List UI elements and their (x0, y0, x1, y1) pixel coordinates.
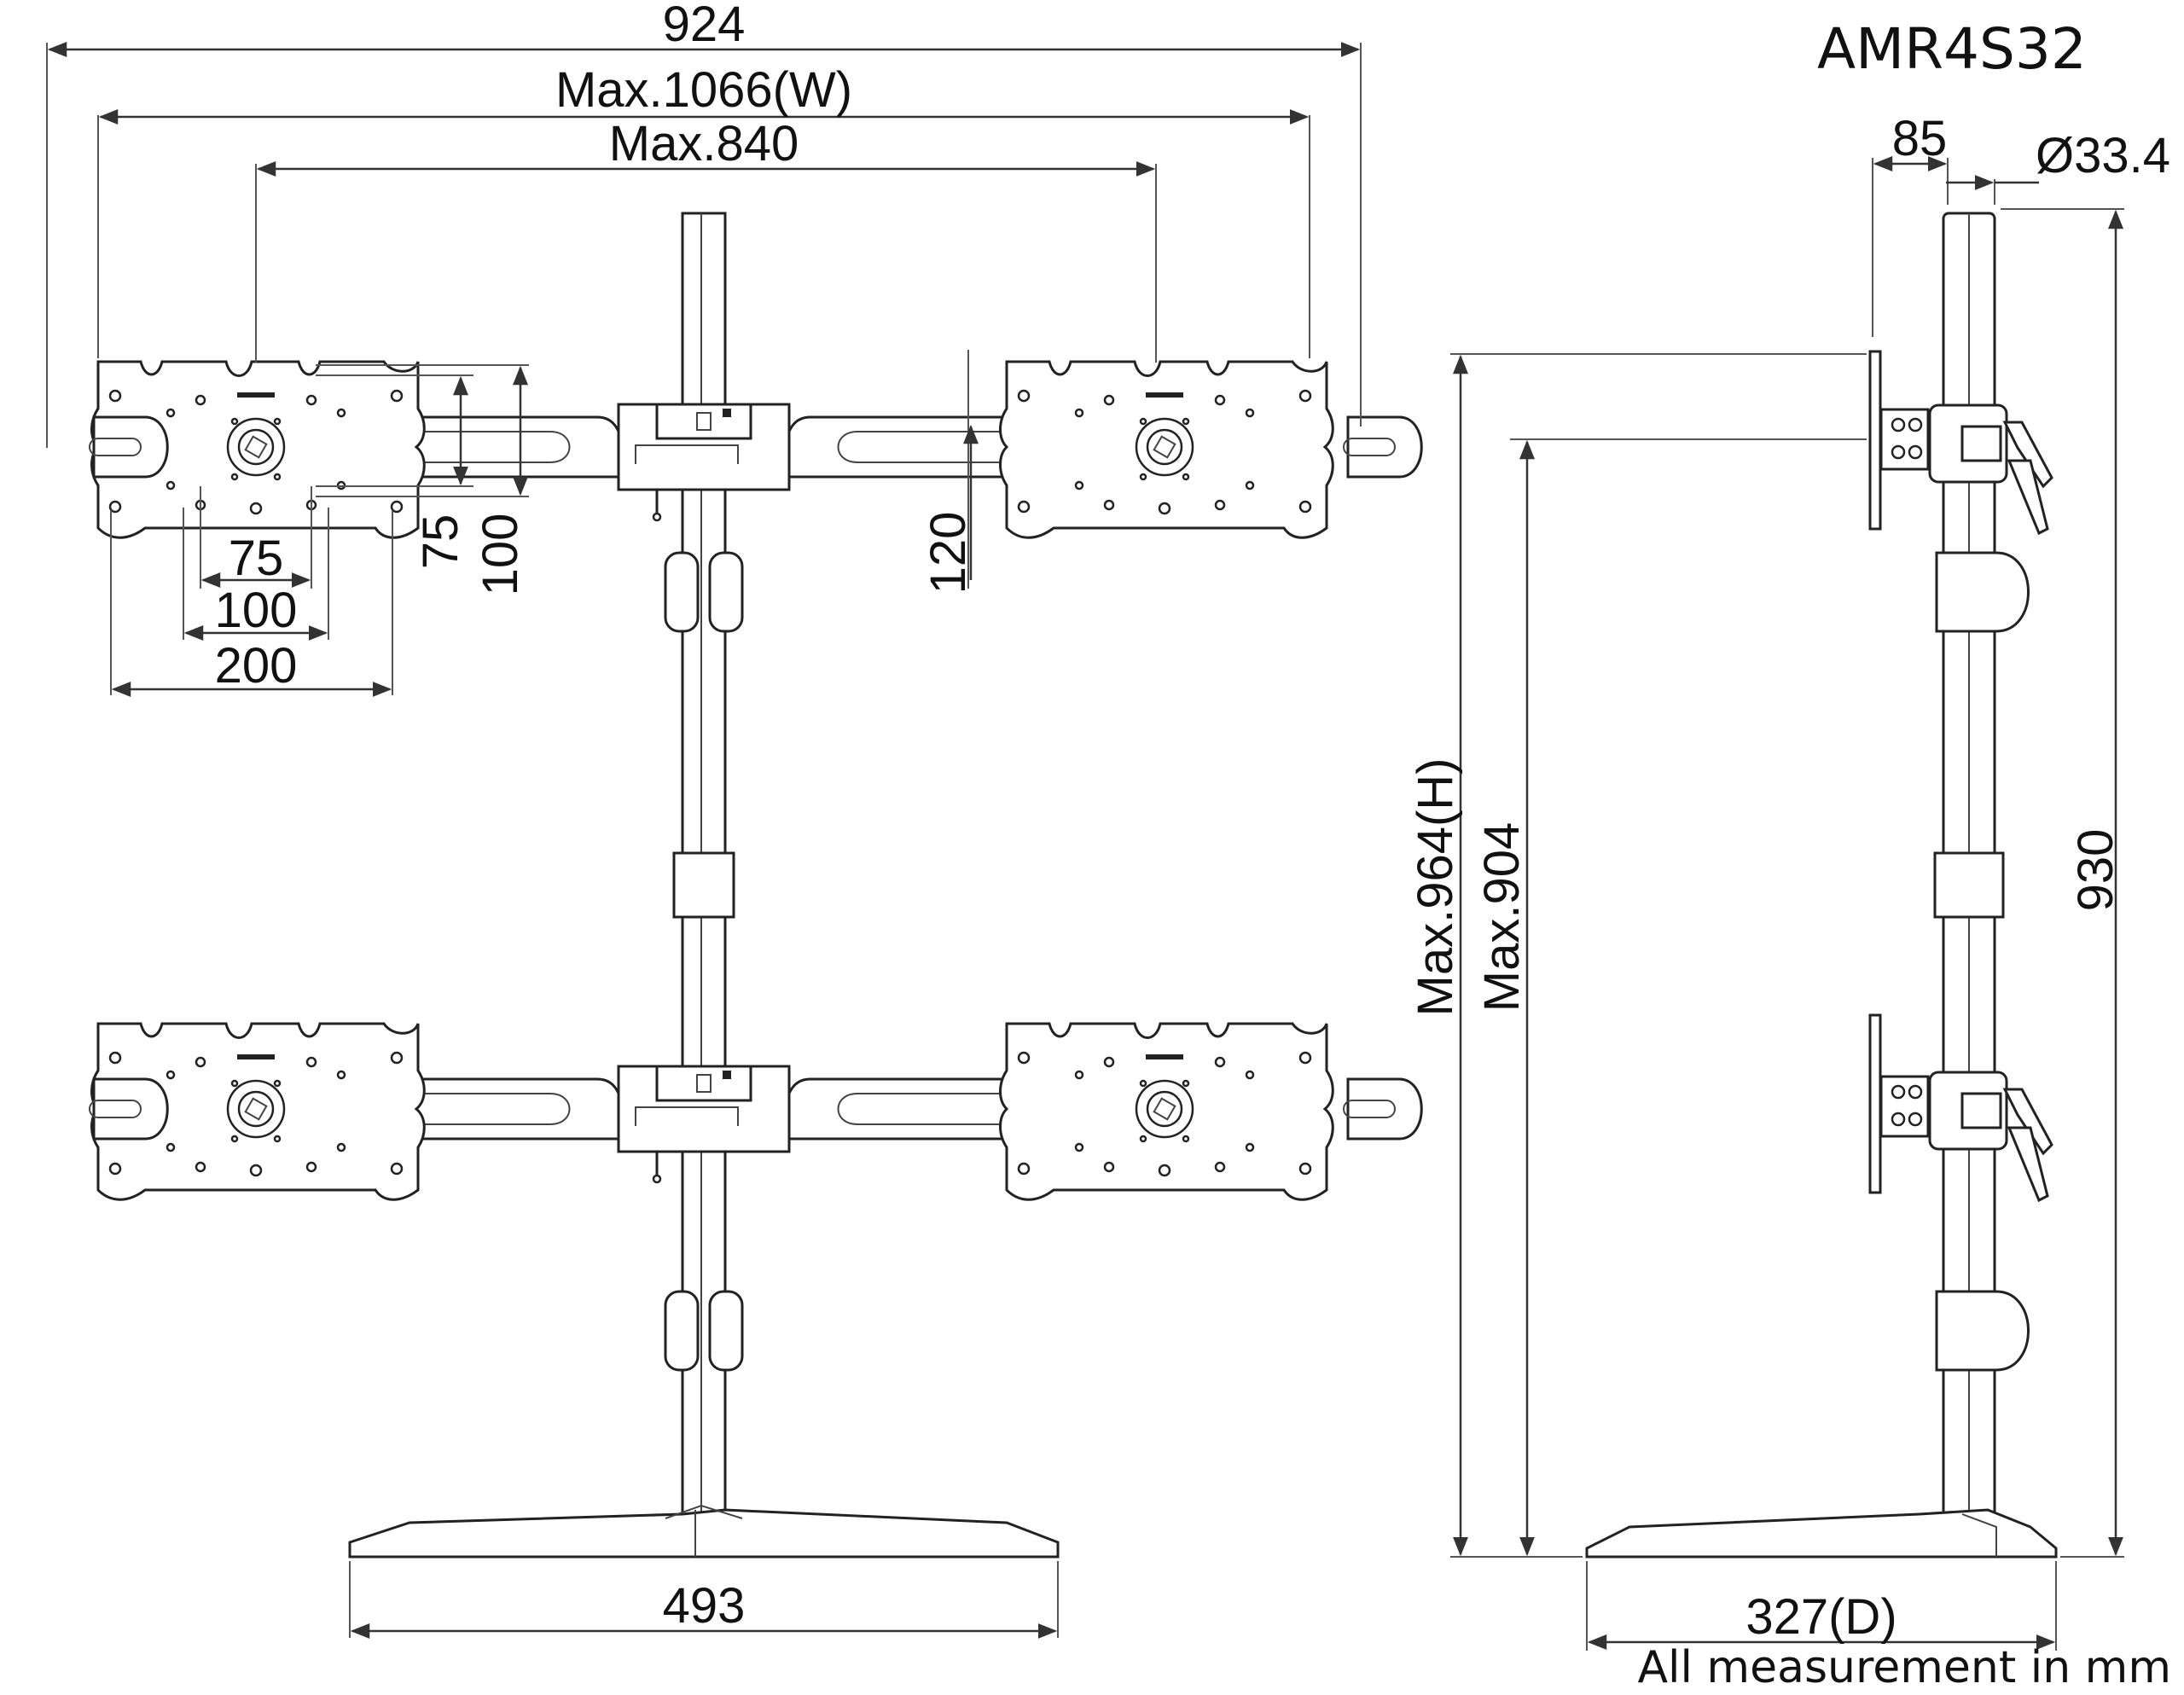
dim-120: 120 (921, 512, 976, 595)
dim-vesa-100-vertical: 100 (473, 514, 528, 596)
dim-max-840: Max.840 (609, 116, 799, 171)
dim-vesa-100: 100 (215, 583, 298, 638)
dim-max-904: Max.904 (1474, 822, 1530, 1012)
dim-85: 85 (1892, 111, 1948, 166)
dim-vesa-200: 200 (215, 638, 298, 694)
model-title: AMR4S32 (1817, 16, 2087, 82)
dim-vesa-75-vertical: 75 (413, 514, 468, 570)
dim-327: 327(D) (1745, 1589, 1896, 1645)
front-view: 924 Max.1066(W) Max.840 75 100 200 75 10 (46, 0, 1423, 1639)
dim-930: 930 (2068, 829, 2123, 912)
units-note: All measurement in mm (1637, 1642, 2171, 1693)
dim-diameter: Ø33.4 (2036, 128, 2170, 183)
dim-493: 493 (663, 1578, 746, 1634)
side-view: 85 Ø33.4 Max.964(H) Max.904 930 327(D) (1408, 111, 2170, 1651)
dim-max-1066: Max.1066(W) (555, 62, 852, 118)
dim-924: 924 (663, 0, 746, 52)
dim-max-964: Max.964(H) (1408, 758, 1463, 1017)
dim-vesa-75: 75 (229, 531, 284, 586)
